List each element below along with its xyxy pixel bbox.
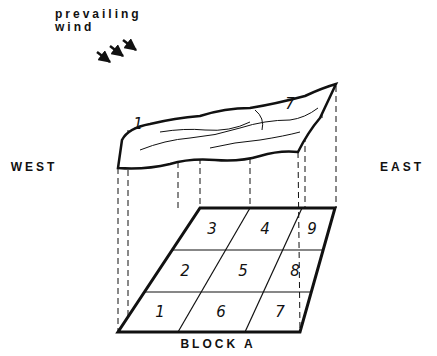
plot-number: 2 bbox=[180, 263, 190, 280]
direction-label: WEST bbox=[11, 161, 58, 174]
wind-arrows bbox=[97, 40, 136, 62]
callout-number: 7 bbox=[285, 96, 295, 113]
plot-number: 9 bbox=[307, 221, 317, 238]
block-title: BLOCK A bbox=[180, 338, 255, 351]
wind-label: prevailing wind bbox=[55, 8, 167, 34]
plot-number: 8 bbox=[290, 263, 300, 280]
plot-number: 7 bbox=[275, 304, 285, 321]
plot-grid bbox=[118, 208, 335, 332]
direction-label: EAST bbox=[380, 161, 424, 174]
plot-number: 4 bbox=[260, 221, 270, 238]
callout-number: 1 bbox=[133, 116, 143, 133]
plot-number: 1 bbox=[155, 304, 165, 321]
plot-number: 3 bbox=[207, 221, 217, 238]
plot-number: 5 bbox=[238, 263, 248, 280]
terrain-surface bbox=[118, 84, 336, 169]
plot-number: 6 bbox=[216, 304, 226, 321]
